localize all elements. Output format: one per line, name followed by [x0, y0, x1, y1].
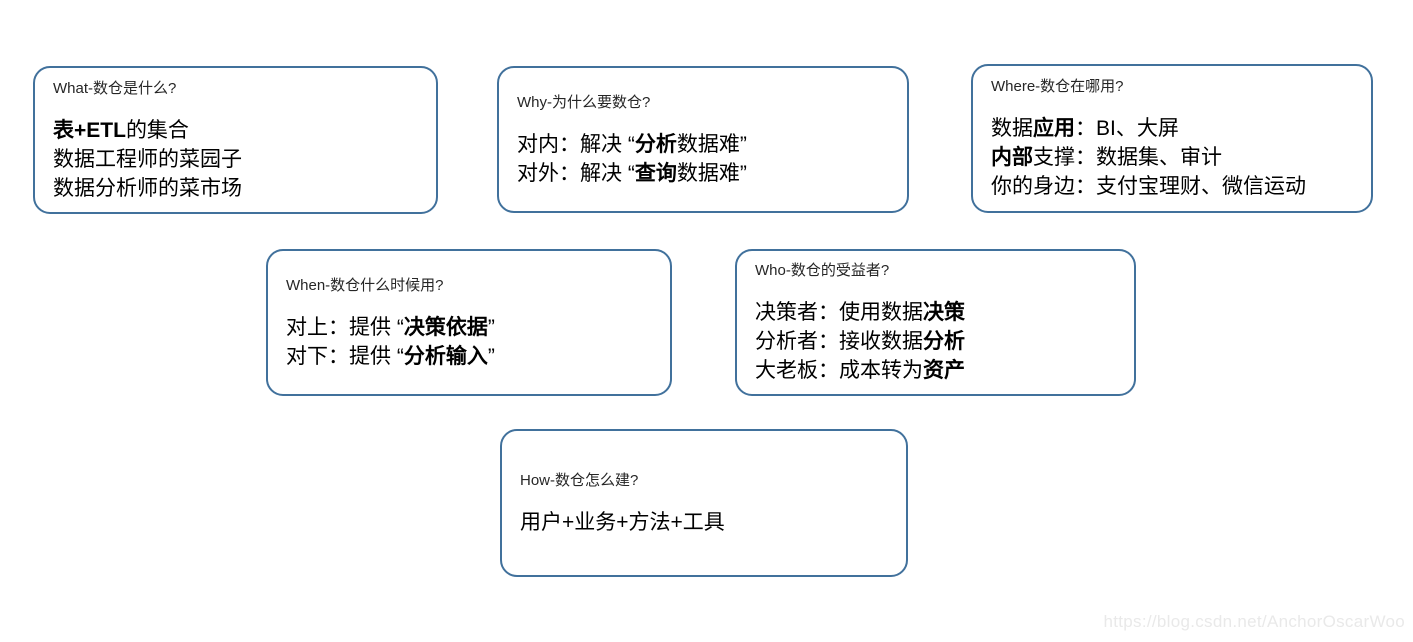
box-who-title: Who-数仓的受益者?	[755, 262, 890, 279]
text-segment-bold: 分析输入	[403, 344, 488, 368]
box-when-body: 对上：提供 “决策依据”对下：提供 “分析输入”	[286, 313, 652, 371]
box-who-body: 决策者：使用数据决策分析者：接收数据分析大老板：成本转为资产	[755, 298, 1116, 385]
text-segment: 对上：提供 “	[286, 315, 404, 339]
text-segment: 你的身边：支付宝理财、微信运动	[991, 175, 1306, 198]
text-segment: 分析者：接收数据	[755, 330, 923, 353]
box-why-body: 对内：解决 “分析数据难”对外：解决 “查询数据难”	[517, 130, 889, 188]
text-segment-bold: 应用	[1033, 117, 1075, 140]
text-segment-bold: 表+ETL	[53, 118, 126, 142]
text-segment-bold: 查询	[634, 161, 677, 185]
text-segment: 数据	[991, 117, 1033, 140]
text-line: 你的身边：支付宝理财、微信运动	[991, 172, 1353, 201]
text-line: 对内：解决 “分析数据难”	[517, 130, 889, 159]
text-segment: 用户+业务+方法+工具	[520, 510, 725, 534]
box-how-body: 用户+业务+方法+工具	[520, 508, 888, 537]
box-where-title: Where-数仓在哪用?	[991, 78, 1124, 95]
box-what-body: 表+ETL的集合数据工程师的菜园子数据分析师的菜市场	[53, 116, 418, 203]
text-segment-bold: 决策依据	[403, 315, 488, 339]
text-segment: 数据难”	[676, 132, 747, 156]
text-segment: ”	[487, 315, 495, 339]
box-who: Who-数仓的受益者? 决策者：使用数据决策分析者：接收数据分析大老板：成本转为…	[735, 249, 1136, 396]
text-line: 对外：解决 “查询数据难”	[517, 159, 889, 188]
text-line: 表+ETL的集合	[53, 116, 418, 145]
text-line: 对上：提供 “决策依据”	[286, 313, 652, 342]
text-line: 分析者：接收数据分析	[755, 327, 1116, 356]
box-how: How-数仓怎么建? 用户+业务+方法+工具	[500, 429, 908, 577]
text-segment: 的集合	[125, 118, 189, 142]
box-why: Why-为什么要数仓? 对内：解决 “分析数据难”对外：解决 “查询数据难”	[497, 66, 909, 213]
text-segment: 数据工程师的菜园子	[53, 147, 242, 171]
text-line: 用户+业务+方法+工具	[520, 508, 888, 537]
text-line: 对下：提供 “分析输入”	[286, 342, 652, 371]
box-where-body: 数据应用：BI、大屏内部支撑：数据集、审计你的身边：支付宝理财、微信运动	[991, 114, 1353, 201]
text-segment: ”	[487, 344, 495, 368]
text-segment-bold: 分析	[634, 132, 677, 156]
box-what-title: What-数仓是什么?	[53, 79, 177, 97]
box-how-title: How-数仓怎么建?	[520, 471, 639, 489]
text-segment: 数据难”	[676, 161, 747, 185]
box-when: When-数仓什么时候用? 对上：提供 “决策依据”对下：提供 “分析输入”	[266, 249, 672, 396]
text-line: 数据分析师的菜市场	[53, 174, 418, 203]
box-what: What-数仓是什么? 表+ETL的集合数据工程师的菜园子数据分析师的菜市场	[33, 66, 438, 214]
text-segment: 大老板：成本转为	[755, 359, 923, 382]
text-segment: 决策者：使用数据	[755, 301, 923, 324]
text-line: 大老板：成本转为资产	[755, 356, 1116, 385]
box-why-title: Why-为什么要数仓?	[517, 93, 651, 111]
csdn-watermark: https://blog.csdn.net/AnchorOscarWoo	[1103, 612, 1405, 631]
box-where: Where-数仓在哪用? 数据应用：BI、大屏内部支撑：数据集、审计你的身边：支…	[971, 64, 1373, 213]
text-segment-bold: 内部	[991, 146, 1033, 169]
text-line: 数据工程师的菜园子	[53, 145, 418, 174]
text-segment-bold: 资产	[923, 359, 965, 382]
text-line: 数据应用：BI、大屏	[991, 114, 1353, 143]
text-segment: ：BI、大屏	[1075, 117, 1179, 140]
text-segment: 支撑：数据集、审计	[1033, 146, 1222, 169]
text-segment-bold: 决策	[923, 301, 965, 324]
text-segment: 对下：提供 “	[286, 344, 404, 368]
box-when-title: When-数仓什么时候用?	[286, 276, 444, 294]
text-segment: 对外：解决 “	[517, 161, 635, 185]
text-segment-bold: 分析	[923, 330, 965, 353]
text-line: 决策者：使用数据决策	[755, 298, 1116, 327]
text-segment: 对内：解决 “	[517, 132, 635, 156]
text-segment: 数据分析师的菜市场	[53, 176, 242, 200]
text-line: 内部支撑：数据集、审计	[991, 143, 1353, 172]
